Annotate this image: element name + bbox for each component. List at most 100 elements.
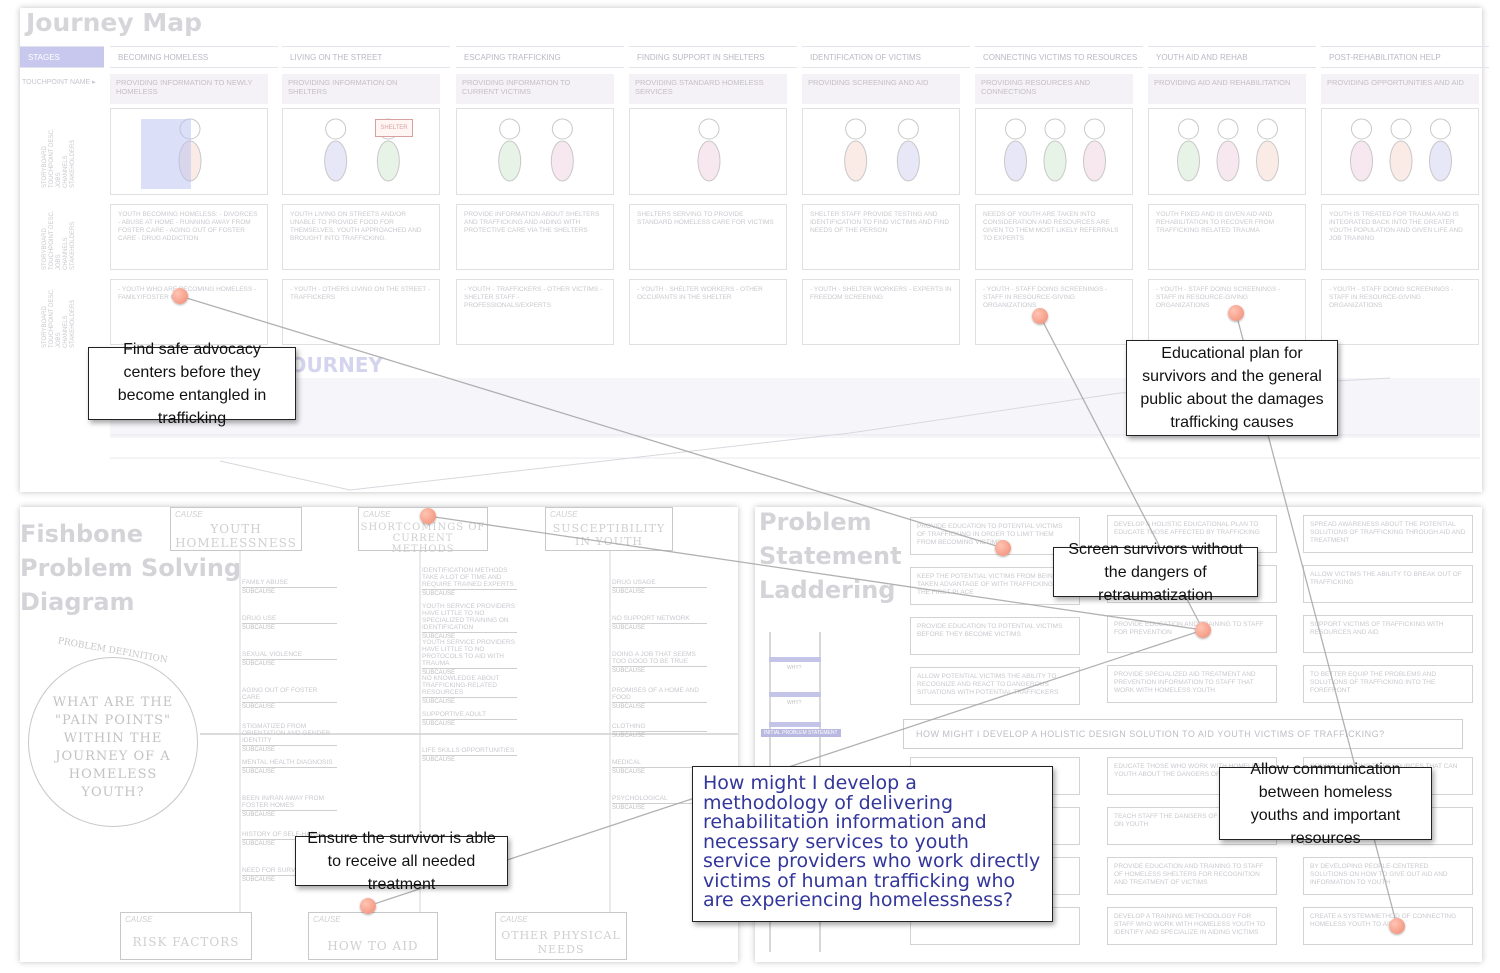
- subcause-text: MENTAL HEALTH DIAGNOSIS: [242, 759, 333, 766]
- row-label: JOBS: [56, 332, 62, 348]
- ladder-statement: PROVIDE EDUCATION AND TRAINING TO STAFF …: [1107, 857, 1277, 895]
- touchpoint-4: PROVIDING STANDARD HOMELESS SERVICES: [629, 74, 787, 104]
- subcause-label: SUBCAUSE: [242, 767, 337, 775]
- subcause-text: NO KNOWLEDGE ABOUT TRAFFICKING-RELATED R…: [422, 675, 500, 696]
- storyboard-frame: [110, 108, 268, 195]
- cause-text: OTHER PHYSICAL NEEDS: [501, 929, 621, 956]
- title-line: Laddering: [759, 576, 896, 604]
- row-label: STORYBOARD: [42, 228, 48, 270]
- storyboard-frame: [1321, 108, 1479, 195]
- stakeholder-list: - YOUTH WHO ARE BECOMING HOMELESS - FAMI…: [110, 279, 268, 345]
- stakeholder-list: - YOUTH - STAFF DOING SCREENINGS - STAFF…: [1321, 279, 1479, 345]
- subcause-text: AGING OUT OF FOSTER CARE: [242, 687, 318, 701]
- callout-educational-plan[interactable]: Educational plan for survivors and the g…: [1126, 340, 1338, 436]
- pin-marker[interactable]: [995, 540, 1011, 556]
- storyboard-figures: [1177, 118, 1279, 182]
- problem-definition-circle: PROBLEM DEFINITION WHAT ARE THE "PAIN PO…: [28, 636, 198, 827]
- subcause-item: IDENTIFICATION METHODS TAKE A LOT OF TIM…: [422, 567, 517, 597]
- touchpoint-description: YOUTH FIXED AND IS GIVEN AID AND REHABIL…: [1148, 204, 1306, 270]
- cause-label: CAUSE: [125, 915, 153, 924]
- touchpoint-description: YOUTH IS TREATED FOR TRAUMA AND IS INTEG…: [1321, 204, 1479, 270]
- stage-8: POST-REHABILITATION HELP: [1321, 46, 1489, 68]
- row-label: STORYBOARD: [42, 146, 48, 188]
- pin-marker[interactable]: [420, 508, 436, 524]
- row-label: TOUCHPOINT DESC.: [49, 128, 55, 188]
- subcause-text: BEEN IN/RAN AWAY FROM FOSTER HOMES: [242, 795, 324, 809]
- row-label: TOUCHPOINT DESC.: [49, 288, 55, 348]
- callout-screen-survivors[interactable]: Screen survivors without the dangers of …: [1053, 541, 1258, 604]
- ladder-rung: WHY?: [769, 722, 821, 736]
- subcause-label: SUBCAUSE: [242, 810, 337, 818]
- title-line: Fishbone: [20, 520, 144, 548]
- ladder-statement: PROVIDE EDUCATION TO POTENTIAL VICTIMS B…: [910, 617, 1080, 655]
- subcause-label: SUBCAUSE: [242, 839, 337, 847]
- pin-marker[interactable]: [1032, 308, 1048, 324]
- touchpoint-description: NEEDS OF YOUTH ARE TAKEN INTO CONSIDERAT…: [975, 204, 1133, 270]
- cause-label: CAUSE: [175, 510, 203, 519]
- pin-marker[interactable]: [1228, 305, 1244, 321]
- ladder-rung-label: WHY?: [787, 665, 802, 671]
- subcause-text: STIGMATIZED FROM ORIENTATION AND GENDER …: [242, 723, 331, 744]
- touchpoint-description: PROVIDE INFORMATION ABOUT SHELTERS AND T…: [456, 204, 614, 270]
- storyboard-frame: [802, 108, 960, 195]
- callout-main-question[interactable]: How might I develop a methodology of del…: [692, 766, 1053, 922]
- callout-ensure-treatment[interactable]: Ensure the survivor is able to receive a…: [295, 830, 508, 893]
- ladder-statement: SPREAD AWARENESS ABOUT THE POTENTIAL SOL…: [1303, 515, 1473, 553]
- subcause-label: SUBCAUSE: [242, 702, 337, 710]
- cause-text: SHORTCOMINGS OF CURRENT METHODS: [360, 522, 486, 555]
- subcause-label: SUBCAUSE: [612, 702, 707, 710]
- subcause-text: FAMILY ABUSE: [242, 579, 289, 586]
- callout-allow-communication[interactable]: Allow communication between homeless you…: [1219, 761, 1432, 847]
- pin-marker[interactable]: [360, 898, 376, 914]
- callout-safe-advocacy[interactable]: Find safe advocacy centers before they b…: [88, 341, 296, 427]
- storyboard-figures: [844, 118, 920, 182]
- touchpoint-1: PROVIDING INFORMATION TO NEWLY HOMELESS: [110, 74, 268, 104]
- problem-definition-text: WHAT ARE THE "PAIN POINTS" WITHIN THE JO…: [52, 695, 174, 800]
- subcause-item: DOING A JOB THAT SEEMS TOO GOOD TO BE TR…: [612, 651, 707, 674]
- subcause-label: SUBCAUSE: [242, 587, 337, 595]
- touchpoint-8: PROVIDING OPPORTUNITIES AND AID: [1321, 74, 1479, 104]
- pin-marker[interactable]: [1195, 622, 1211, 638]
- storyboard-frame: SHELTER: [282, 108, 440, 195]
- subcause-item: NO KNOWLEDGE ABOUT TRAFFICKING-RELATED R…: [422, 675, 517, 705]
- storyboard-figures: [697, 118, 721, 182]
- row-label: JOBS: [56, 172, 62, 188]
- subcause-text: CLOTHING: [612, 723, 646, 730]
- ladder-statement: ALLOW VICTIMS THE ABILITY TO BREAK OUT O…: [1303, 565, 1473, 603]
- storyboard-figures: [1004, 118, 1106, 182]
- subcause-label: SUBCAUSE: [612, 731, 707, 739]
- pin-marker[interactable]: [172, 288, 188, 304]
- cause-box-susceptibility: CAUSE SUSCEPTIBILITY IN YOUTH: [545, 507, 673, 551]
- ladder-statement: CREATE A SYSTEM/METHOD OF CONNECTING HOM…: [1303, 907, 1473, 945]
- stage-4: FINDING SUPPORT IN SHELTERS: [629, 46, 797, 68]
- stage-7: YOUTH AID AND REHAB: [1148, 46, 1316, 68]
- storyboard-frame: [1148, 108, 1306, 195]
- title-line: Problem Solving: [20, 554, 242, 582]
- row-label: JOBS: [56, 254, 62, 270]
- stakeholder-list: - YOUTH - OTHERS LIVING ON THE STREET - …: [282, 279, 440, 345]
- touchpoint-description: SHELTER STAFF PROVIDE TESTING AND IDENTI…: [802, 204, 960, 270]
- subcause-item: YOUTH SERVICE PROVIDERS HAVE LITTLE TO N…: [422, 603, 517, 640]
- subcause-text: SUPPORTIVE ADULT: [422, 711, 487, 718]
- ladder-rung: WHY?: [769, 692, 821, 706]
- touchpoint-7: PROVIDING AID AND REHABILITATION: [1148, 74, 1306, 104]
- subcause-label: SUBCAUSE: [422, 719, 517, 727]
- pin-marker[interactable]: [1389, 918, 1405, 934]
- touchpoint-label: TOUCHPOINT NAME ▸: [22, 79, 96, 86]
- ladder-statement: DEVELOP A TRAINING METHODOLOGY FOR STAFF…: [1107, 907, 1277, 945]
- touchpoint-6: PROVIDING RESOURCES AND CONNECTIONS: [975, 74, 1133, 104]
- subcause-text: HISTORY OF SELF-HARM: [242, 831, 321, 838]
- ladder-statement: PROVIDE EDUCATION AND TRAINING TO STAFF …: [1107, 615, 1277, 653]
- cause-box-youth-homelessness: CAUSE YOUTH HOMELESSNESS: [170, 507, 302, 551]
- stage-3: ESCAPING TRAFFICKING: [456, 46, 624, 68]
- title-line: Diagram: [20, 588, 135, 616]
- touchpoint-5: PROVIDING SCREENING AND AID: [802, 74, 960, 104]
